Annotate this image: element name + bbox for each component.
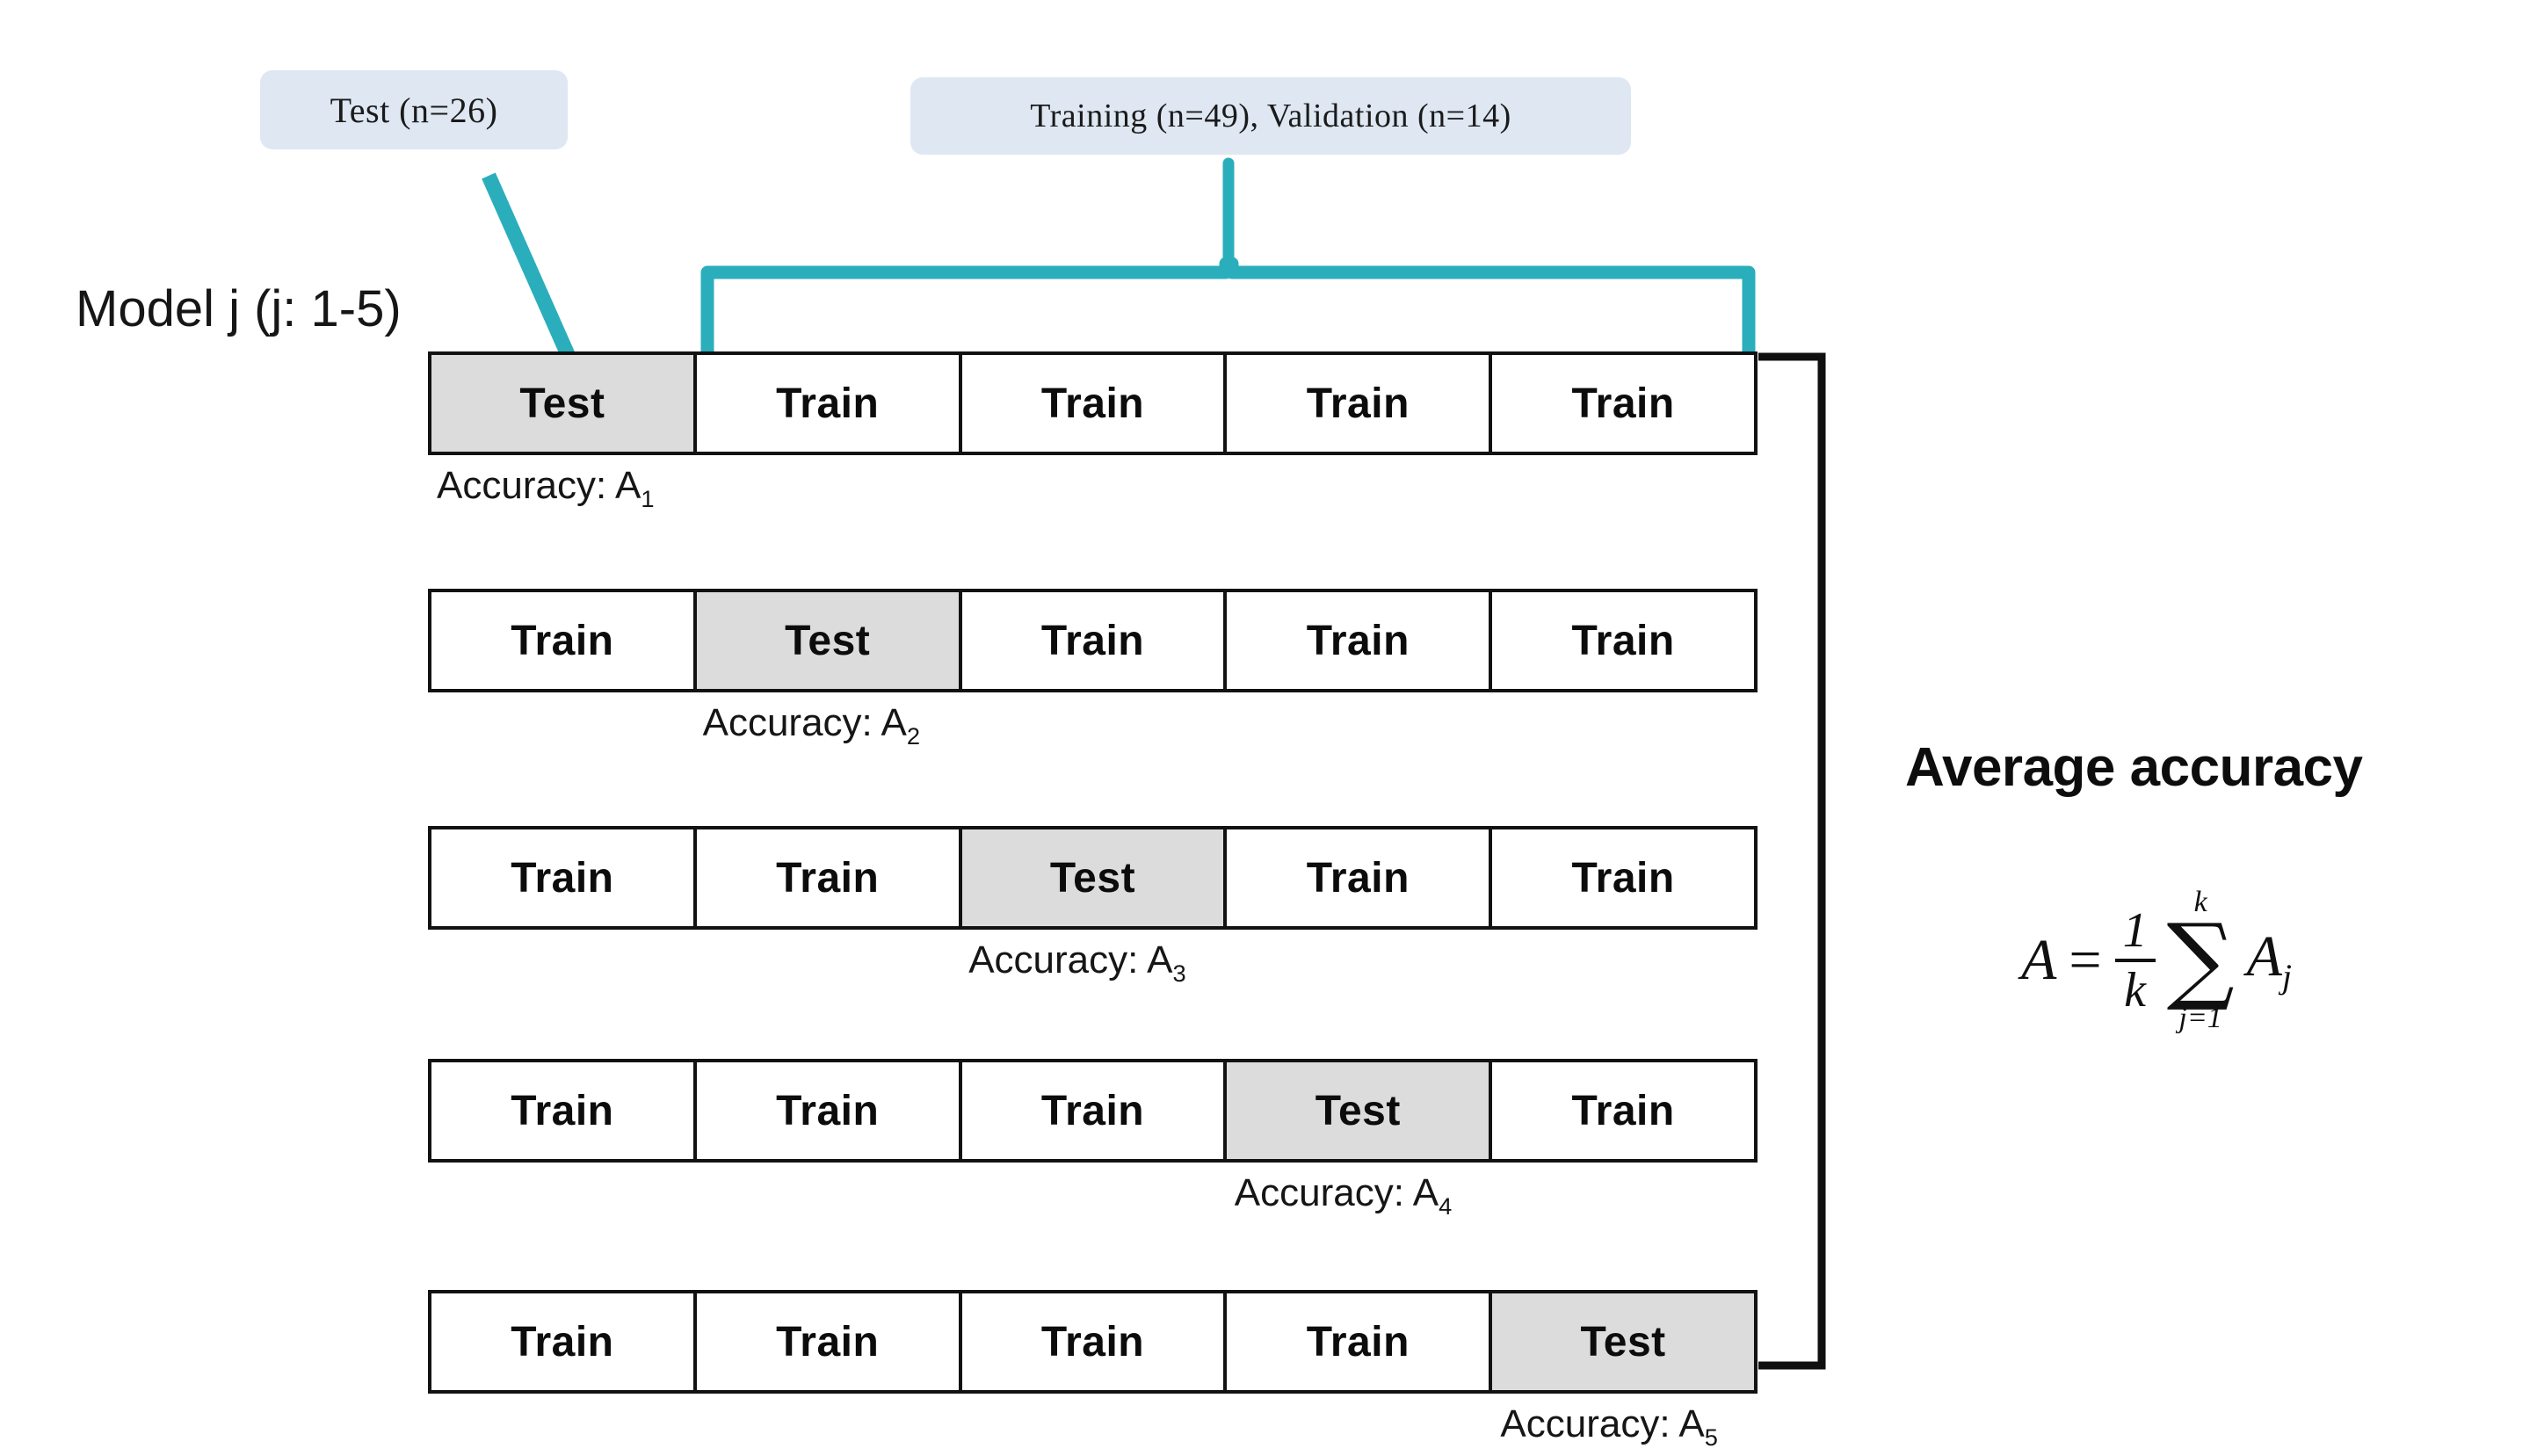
train-fold-cell: Train bbox=[961, 1062, 1228, 1159]
callout-training-validation-label: Training (n=49), Validation (n=14) bbox=[1030, 98, 1511, 134]
formula-term: Aj bbox=[2247, 924, 2292, 996]
accuracy-label-4: Accuracy: A4 bbox=[1235, 1171, 1452, 1221]
train-fold-cell: Train bbox=[1492, 1062, 1754, 1159]
summation-sigma-icon: ∑ bbox=[2166, 904, 2235, 1014]
train-fold-cell: Train bbox=[696, 1293, 962, 1390]
accuracy-label-text: Accuracy: A bbox=[1500, 1402, 1705, 1445]
accuracy-label-subscript: 4 bbox=[1439, 1192, 1453, 1220]
accuracy-label-subscript: 2 bbox=[906, 721, 921, 750]
test-fold-cell: Test bbox=[696, 592, 962, 689]
train-fold-cell: Train bbox=[1227, 1293, 1493, 1390]
accuracy-label-5: Accuracy: A5 bbox=[1500, 1402, 1717, 1452]
train-fold-cell: Train bbox=[1227, 592, 1493, 689]
train-fold-cell: Train bbox=[1492, 355, 1754, 452]
callout-test-label: Test (n=26) bbox=[330, 90, 498, 130]
accuracy-label-text: Accuracy: A bbox=[437, 464, 641, 507]
average-accuracy-formula: A = 1 k k ∑ j=1 Aj bbox=[2021, 887, 2292, 1033]
test-fold-cell: Test bbox=[1227, 1062, 1493, 1159]
accuracy-label-text: Accuracy: A bbox=[702, 701, 907, 744]
test-fold-cell: Test bbox=[961, 829, 1228, 926]
model-index-header: Model j (j: 1-5) bbox=[76, 280, 402, 337]
accuracy-label-text: Accuracy: A bbox=[968, 938, 1173, 982]
train-fold-cell: Train bbox=[696, 1062, 962, 1159]
callout-training-validation-sample-size: Training (n=49), Validation (n=14) bbox=[910, 77, 1631, 155]
train-fold-cell: Train bbox=[1492, 592, 1754, 689]
accuracy-label-subscript: 5 bbox=[1704, 1423, 1718, 1451]
summation-upper-limit: k bbox=[2193, 886, 2207, 918]
train-fold-cell: Train bbox=[696, 355, 962, 452]
accuracy-label-text: Accuracy: A bbox=[1234, 1171, 1439, 1214]
average-accuracy-title: Average accuracy bbox=[1905, 737, 2363, 798]
train-fold-cell: Train bbox=[961, 1293, 1228, 1390]
formula-term-subscript: j bbox=[2282, 957, 2292, 996]
formula-summation: k ∑ j=1 bbox=[2167, 887, 2235, 1033]
formula-fraction: 1 k bbox=[2114, 906, 2156, 1015]
group-bracket bbox=[1758, 352, 1826, 1370]
summation-lower-limit: j=1 bbox=[2178, 1002, 2222, 1034]
train-fold-cell: Train bbox=[696, 829, 962, 926]
accuracy-label-subscript: 1 bbox=[641, 484, 655, 512]
test-fold-cell: Test bbox=[431, 355, 697, 452]
formula-lhs: A bbox=[2021, 928, 2057, 992]
test-fold-cell: Test bbox=[1492, 1293, 1754, 1390]
formula-equals: = bbox=[2069, 928, 2102, 992]
train-fold-cell: Train bbox=[961, 355, 1228, 452]
formula-term-base: A bbox=[2246, 924, 2282, 989]
train-fold-cell: Train bbox=[431, 829, 697, 926]
formula-denominator: k bbox=[2124, 963, 2146, 1018]
train-fold-cell: Train bbox=[1227, 829, 1493, 926]
accuracy-label-3: Accuracy: A3 bbox=[968, 938, 1185, 988]
accuracy-label-subscript: 3 bbox=[1172, 959, 1186, 987]
accuracy-label-2: Accuracy: A2 bbox=[703, 701, 920, 750]
train-fold-cell: Train bbox=[961, 592, 1228, 689]
formula-fraction-bar bbox=[2114, 959, 2156, 962]
train-fold-cell: Train bbox=[1492, 829, 1754, 926]
accuracy-label-1: Accuracy: A1 bbox=[437, 464, 654, 513]
formula-numerator: 1 bbox=[2122, 903, 2148, 958]
train-fold-cell: Train bbox=[431, 1062, 697, 1159]
callout-test-sample-size: Test (n=26) bbox=[260, 70, 568, 149]
train-fold-cell: Train bbox=[431, 1293, 697, 1390]
train-fold-cell: Train bbox=[1227, 355, 1493, 452]
train-fold-cell: Train bbox=[431, 592, 697, 689]
